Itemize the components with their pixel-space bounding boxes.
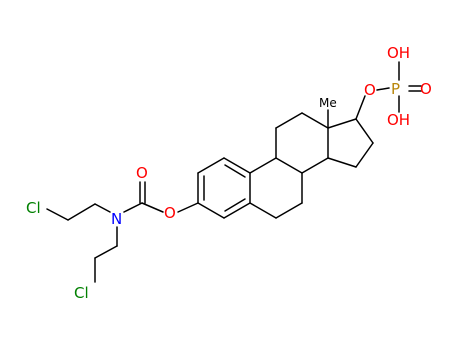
atom-cl-top: Cl: [26, 199, 41, 217]
atom-phosphorus: P: [391, 80, 400, 98]
atom-hydroxyl-top: OH: [387, 44, 410, 62]
ring-b-1: [249, 157, 277, 174]
bond-ch2-ch2-top: [67, 203, 96, 221]
ring-b-2: [275, 157, 303, 174]
bond-o-aryl: [177, 202, 199, 213]
ring-c-5: [301, 157, 329, 174]
atom-nitrogen: N: [111, 210, 122, 228]
ring-b-4: [275, 202, 303, 219]
bond-ch2-ch2-bottom: [94, 245, 118, 259]
ring-a-3: [223, 157, 251, 174]
atom-oxygen-p-double: O: [420, 80, 432, 98]
atom-hydroxyl-bottom: OH: [387, 111, 410, 129]
ring-a-5: [223, 202, 251, 219]
bond-n-carbonyl: [123, 202, 143, 213]
atom-cl-bottom: Cl: [74, 284, 89, 302]
ring-c-3: [301, 112, 329, 129]
atom-labels: Cl Cl N O O Me O P O OH OH: [26, 44, 432, 302]
ring-d-3: [355, 142, 374, 168]
bond-cl-ch2-top: [46, 208, 69, 221]
ring-c-2: [275, 112, 303, 129]
ring-a-2: [197, 157, 225, 174]
atom-methyl: Me: [319, 96, 337, 110]
bond-carbonyl-o-ester: [141, 202, 164, 213]
ring-a-5-inner: [224, 198, 246, 212]
bond-lines: [46, 61, 422, 283]
ring-b-5: [249, 202, 277, 219]
atom-oxygen-phosphate-ester: O: [364, 81, 376, 99]
bond-c17-o: [355, 95, 366, 120]
bond-o-p: [376, 87, 390, 91]
ring-d-2: [355, 118, 374, 144]
ring-a-6: [197, 202, 225, 219]
ring-a-3-inner: [224, 164, 246, 178]
bond-ch2-n-top: [94, 203, 111, 213]
atom-oxygen-carbonyl: O: [136, 164, 148, 182]
ring-d-1: [327, 118, 357, 129]
ring-d-4: [327, 157, 357, 168]
atom-oxygen-ester: O: [164, 204, 176, 222]
